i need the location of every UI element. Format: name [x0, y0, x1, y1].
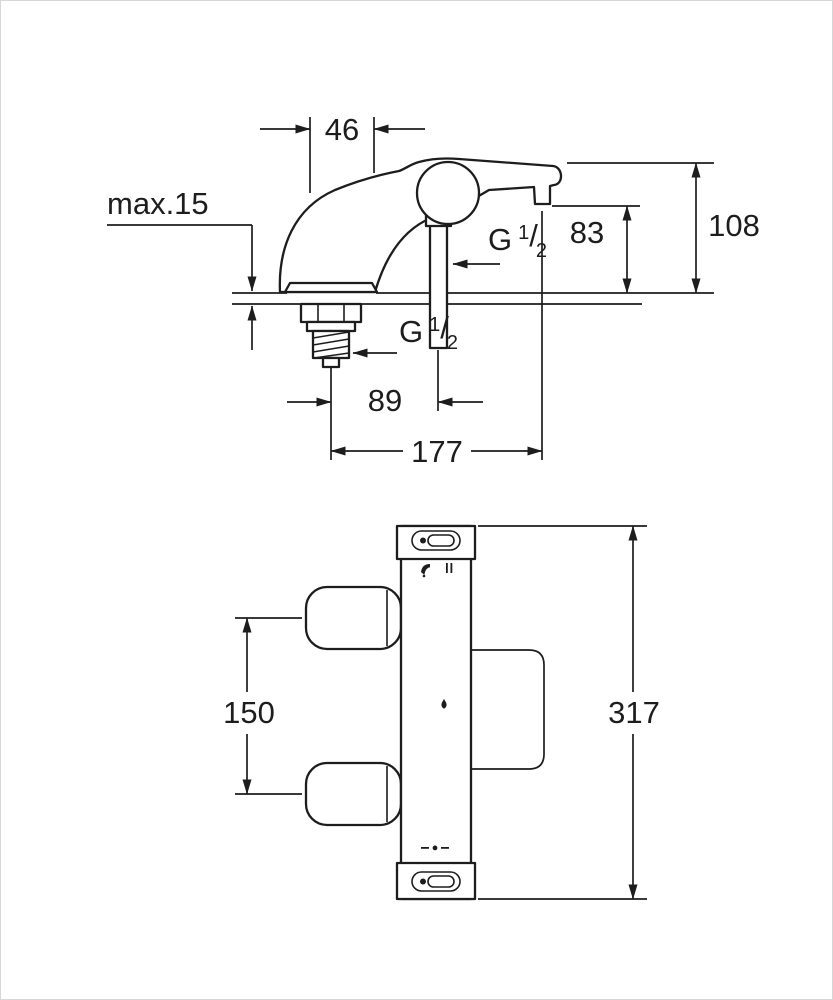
dim-max15: max.15: [107, 186, 257, 350]
dim-108: 108: [567, 162, 760, 294]
temperature-scale-icons: [421, 845, 449, 851]
dim-108-label: 108: [708, 208, 760, 243]
dim-89-label: 89: [368, 383, 402, 418]
dim-max15-label: max.15: [107, 186, 209, 221]
tail-pipe: [321, 356, 341, 369]
dim-46-label: 46: [325, 112, 359, 147]
mounting-flange: [283, 281, 379, 294]
deck-surface-line: [232, 292, 714, 305]
bottom-slot: [411, 871, 461, 892]
dim-83-label: 83: [570, 215, 604, 250]
outlet-block: [471, 649, 545, 770]
threaded-shank: [299, 302, 363, 369]
thermostat-front-view: 150 317: [223, 524, 660, 901]
dim-89: 89: [287, 350, 483, 460]
function-icons: [421, 563, 453, 578]
dim-177-label: 177: [411, 434, 463, 469]
dim-317-label: 317: [608, 695, 660, 730]
dim-177: 177: [330, 211, 543, 469]
bottom-mounting-plate: [395, 861, 477, 901]
dim-150: 150: [223, 617, 302, 795]
drop-icon: [441, 699, 447, 709]
locknut: [299, 302, 363, 324]
dim-46: 46: [260, 112, 425, 193]
top-slot: [411, 530, 461, 551]
dim-317: 317: [478, 525, 660, 900]
thread-hatching: [312, 331, 350, 359]
top-mounting-plate: [395, 524, 477, 561]
mixer-body: [399, 524, 473, 901]
dim-83: 83: [552, 205, 640, 294]
washer: [305, 320, 357, 333]
dim-150-label: 150: [223, 695, 275, 730]
control-knob-icon: [415, 160, 481, 226]
